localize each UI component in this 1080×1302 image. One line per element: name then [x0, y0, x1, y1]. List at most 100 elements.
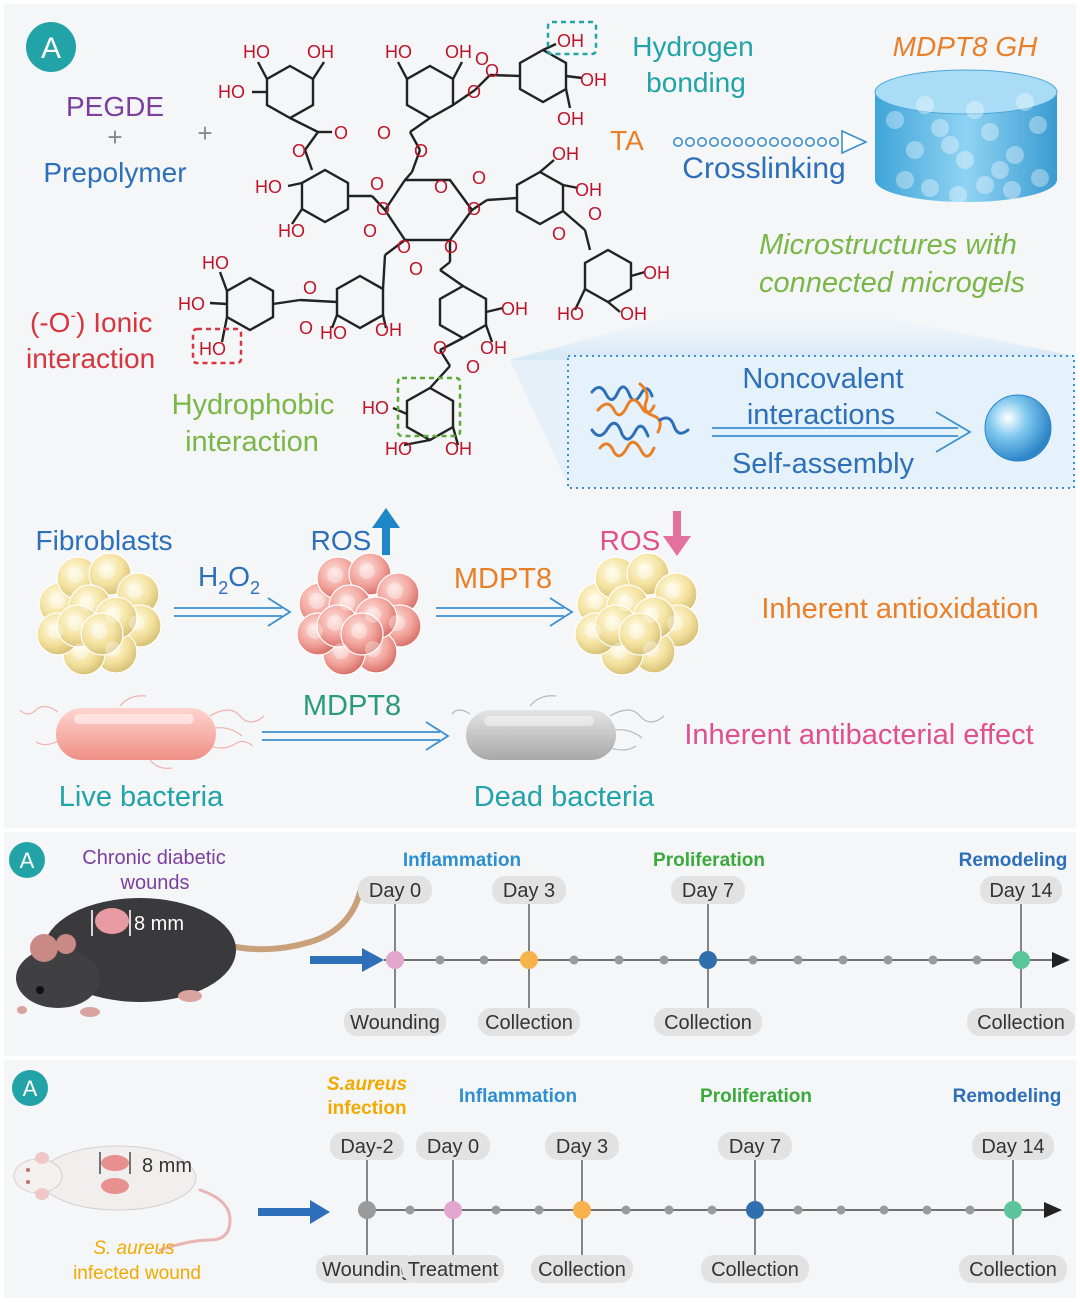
cell-nucleus: [307, 623, 323, 639]
tannic-acid-structure: [209, 42, 646, 447]
event-label: Collection: [664, 1012, 752, 1034]
svg-text:OH: OH: [557, 109, 584, 129]
svg-text:O: O: [376, 199, 390, 219]
timeline-1-model-2: wounds: [120, 872, 190, 894]
cell-nucleus: [665, 583, 681, 599]
plus-sign-1: +: [107, 122, 122, 152]
dead-bacterium-icon: [451, 695, 665, 760]
ionic-ho-label: HO: [199, 339, 226, 359]
cell-nucleus: [327, 567, 343, 583]
event-label: Collection: [711, 1259, 799, 1281]
milestone-marker: [520, 951, 538, 969]
svg-text:HO: HO: [202, 253, 229, 273]
day-label: Day 0: [427, 1136, 479, 1158]
svg-text:O: O: [444, 237, 458, 257]
svg-text:O: O: [434, 177, 448, 197]
crosslinking-arrow: [672, 137, 839, 148]
timeline-2-entry-arrow: [258, 1200, 330, 1224]
crosslinking-dot: [720, 137, 731, 148]
event-label: Collection: [538, 1259, 626, 1281]
cell-nucleus: [73, 643, 89, 659]
fibroblasts-healthy-1: [36, 552, 162, 676]
svg-text:O: O: [409, 259, 423, 279]
hydrogel-name: MDPT8 GH: [893, 31, 1038, 62]
day-label: Day 7: [682, 880, 734, 902]
event-pill: [531, 1255, 633, 1283]
svg-text:O: O: [467, 82, 481, 102]
timeline-1-badge: A: [9, 842, 45, 878]
ros-up-arrow: [372, 508, 400, 555]
polymer-chains-icon: [590, 382, 690, 458]
timeline-1-phase-remodeling: Remodeling: [959, 850, 1068, 871]
cell-nucleus: [99, 563, 115, 579]
microstructures-label-2: connected microgels: [759, 267, 1025, 299]
crosslinking-dot: [708, 137, 719, 148]
cell-nucleus: [359, 563, 375, 579]
day-pill: [718, 1132, 792, 1160]
timeline-tick-dot: [707, 1205, 717, 1215]
microstructures-label-1: Microstructures with: [759, 229, 1017, 261]
self-assembly-arrow: [712, 411, 972, 453]
svg-text:OH: OH: [445, 439, 472, 459]
svg-text:O: O: [552, 224, 566, 244]
timeline-tick-dot: [748, 955, 758, 965]
day-pill: [416, 1132, 490, 1160]
svg-text:A: A: [41, 32, 61, 65]
svg-text:HO: HO: [362, 398, 389, 418]
tannic-acid-atom-labels: HO OH HO HO OH O OH OH OH O O O O O O HO…: [178, 31, 670, 459]
timeline-2-infection-1: S.aureus: [327, 1074, 407, 1095]
event-label: Collection: [969, 1259, 1057, 1281]
day-label: Day-2: [340, 1136, 393, 1158]
h2o2-label: H2O2: [198, 561, 260, 598]
cell: [340, 612, 384, 656]
hydrogel-bubble: [1029, 116, 1047, 134]
timeline-1-entry-arrow: [310, 948, 384, 972]
crosslinking-dot: [780, 137, 791, 148]
crosslinking-dot: [792, 137, 803, 148]
antioxidation-label: Inherent antioxidation: [761, 593, 1038, 625]
svg-text:O: O: [414, 141, 428, 161]
timeline-tick-dot: [534, 1205, 544, 1215]
infected-mouse-icon: [13, 1145, 232, 1252]
hydrogel-bubble: [906, 141, 924, 159]
day-label: Day 7: [729, 1136, 781, 1158]
svg-text:O: O: [370, 174, 384, 194]
timeline-tick-dot: [659, 955, 669, 965]
cell-nucleus: [611, 643, 627, 659]
svg-text:O: O: [363, 221, 377, 241]
cell-nucleus: [389, 615, 405, 631]
timeline-tick-dot: [928, 955, 938, 965]
svg-text:O: O: [472, 168, 486, 188]
diabetic-mouse-icon: [16, 889, 363, 1017]
timeline-tick-dot: [405, 1205, 415, 1215]
mdpt8-arrow-1: [436, 597, 574, 627]
event-pill: [654, 1008, 762, 1036]
mdpt8-label-2: MDPT8: [303, 690, 401, 722]
svg-text:OH: OH: [580, 70, 607, 90]
svg-text:A: A: [20, 848, 35, 873]
svg-text:HO: HO: [218, 82, 245, 102]
live-bacteria-label: Live bacteria: [59, 781, 224, 813]
hydrogen-bonding-label-1: Hydrogen: [632, 31, 753, 62]
cell-nucleus: [339, 595, 355, 611]
event-pill: [316, 1255, 418, 1283]
cell-nucleus: [49, 593, 65, 609]
crosslinking-label: Crosslinking: [682, 152, 845, 185]
hydrophobic-box: [396, 376, 462, 438]
noncovalent-label-2: interactions: [747, 399, 895, 431]
day-pill: [980, 876, 1062, 904]
timeline-2-model-2: infected wound: [73, 1263, 201, 1284]
ros-up-label: ROS: [311, 525, 372, 556]
svg-text:OH: OH: [501, 299, 528, 319]
svg-text:HO: HO: [178, 294, 205, 314]
crosslinking-arrowhead: [841, 129, 868, 155]
event-pill: [701, 1255, 809, 1283]
svg-text:O: O: [377, 123, 391, 143]
microgel-sphere: [984, 394, 1052, 462]
milestone-marker: [1004, 1201, 1022, 1219]
cell-nucleus: [67, 615, 83, 631]
svg-text:OH: OH: [620, 304, 647, 324]
